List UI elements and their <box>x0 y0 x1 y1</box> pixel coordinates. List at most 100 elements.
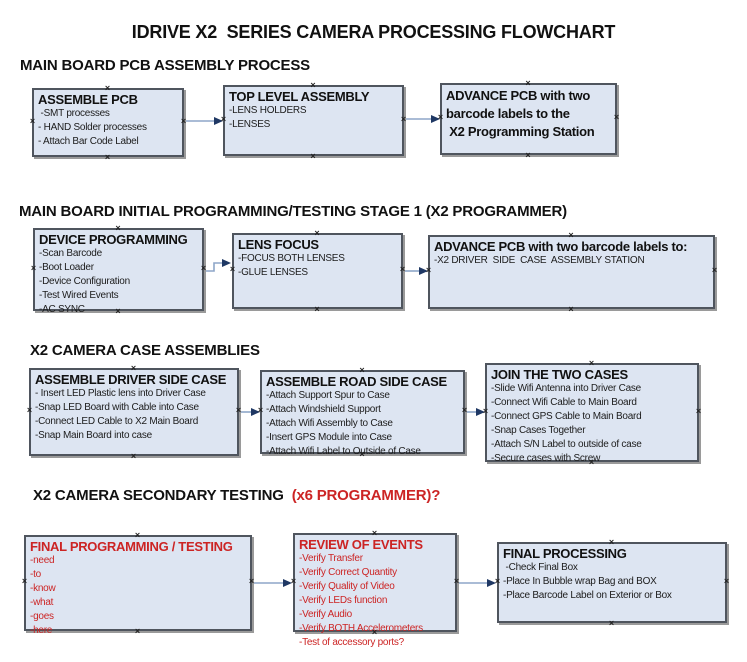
box-item: -Snap Main Board into case <box>35 430 152 441</box>
connection-point-icon <box>588 359 595 368</box>
connection-point-icon <box>130 452 137 461</box>
connection-point-icon <box>525 79 532 88</box>
connection-point-icon <box>461 406 468 415</box>
flow-arrow-elbow <box>206 259 231 272</box>
box-item: -SMT processes <box>38 108 110 119</box>
box-header: FINAL PROGRAMMING / TESTING <box>30 539 233 554</box>
box-item: - HAND Solder processes <box>38 122 147 133</box>
section-heading-case-assemblies: X2 CAMERA CASE ASSEMBLIES <box>30 342 260 359</box>
box-item: -here <box>30 625 53 636</box>
box-header: DEVICE PROGRAMMING <box>39 232 188 247</box>
flow-arrow <box>186 117 223 125</box>
flow-box-final-processing[interactable]: FINAL PROCESSING -Check Final Box -Place… <box>497 542 727 623</box>
connection-point-icon <box>180 117 187 126</box>
flow-box-assemble-pcb[interactable]: ASSEMBLE PCB -SMT processes - HAND Solde… <box>32 88 184 157</box>
connection-point-icon <box>588 458 595 467</box>
box-item-overflowing: -Test of accessory ports? <box>299 637 404 648</box>
connection-point-icon <box>229 265 236 274</box>
box-item: -Attach Windshield Support <box>266 404 381 415</box>
box-item: -Slide Wifi Antenna into Driver Case <box>491 383 641 394</box>
connection-point-icon <box>134 627 141 636</box>
box-header: FINAL PROCESSING <box>503 546 627 561</box>
section-heading-pcb-assembly: MAIN BOARD PCB ASSEMBLY PROCESS <box>20 57 310 74</box>
connection-point-icon <box>310 152 317 161</box>
box-header-line: X2 Programming Station <box>446 124 595 139</box>
box-item: -Verify Audio <box>299 609 352 620</box>
box-item: -Test Wired Events <box>39 290 119 301</box>
box-item: -Attach S/N Label to outside of case <box>491 439 642 450</box>
box-item: -Verify Transfer <box>299 553 363 564</box>
box-item: -Snap LED Board with Cable into Case <box>35 402 199 413</box>
connection-point-icon <box>115 307 122 316</box>
box-item: -Attach Wifi Label to Outside of Case <box>266 446 421 457</box>
connection-point-icon <box>220 115 227 124</box>
connection-point-icon <box>359 366 366 375</box>
box-item: -AC SYNC <box>39 304 85 315</box>
flow-box-join-the-two-cases[interactable]: JOIN THE TWO CASES -Slide Wifi Antenna i… <box>482 363 702 464</box>
connection-point-icon <box>453 577 460 586</box>
connection-point-icon <box>723 577 730 586</box>
connection-point-icon <box>608 538 615 547</box>
box-item: -what <box>30 597 54 608</box>
box-item: -GLUE LENSES <box>238 267 308 278</box>
box-item: -Attach Support Spur to Case <box>266 390 390 401</box>
flow-arrow <box>254 579 292 587</box>
section-heading-secondary-testing: X2 CAMERA SECONDARY TESTING (x6 PROGRAMM… <box>33 487 440 504</box>
box-item: -Verify LEDs function <box>299 595 388 606</box>
box-item: -know <box>30 583 56 594</box>
box-item: -Snap Cases Together <box>491 425 586 436</box>
flow-box-assemble-road-side-case[interactable]: ASSEMBLE ROAD SIDE CASE -Attach Support … <box>257 370 468 457</box>
connection-point-icon <box>104 153 111 162</box>
box-item: -LENSES <box>229 119 271 130</box>
connection-point-icon <box>104 84 111 93</box>
connection-point-icon <box>257 406 264 415</box>
box-item: -Scan Barcode <box>39 248 102 259</box>
box-header: ASSEMBLE DRIVER SIDE CASE <box>35 372 227 387</box>
connection-point-icon <box>235 406 242 415</box>
connection-point-icon <box>482 407 489 416</box>
flow-box-review-of-events[interactable]: REVIEW OF EVENTS -Verify Transfer -Verif… <box>290 533 460 648</box>
flow-arrow <box>406 115 440 123</box>
flow-box-lens-focus[interactable]: LENS FOCUS -FOCUS BOTH LENSES -GLUE LENS… <box>232 233 403 309</box>
connection-point-icon <box>310 81 317 90</box>
connection-point-icon <box>695 407 702 416</box>
flow-box-advance-to-programming-station[interactable]: ADVANCE PCB with two barcode labels to t… <box>440 83 617 155</box>
box-header: TOP LEVEL ASSEMBLY <box>229 89 370 104</box>
connection-point-icon <box>425 266 432 275</box>
connection-point-icon <box>200 264 207 273</box>
flow-box-top-level-assembly[interactable]: TOP LEVEL ASSEMBLY -LENS HOLDERS -LENSES <box>223 85 404 156</box>
connection-point-icon <box>248 577 255 586</box>
section-heading-black-part: X2 CAMERA SECONDARY TESTING <box>33 487 292 504</box>
connection-point-icon <box>290 577 297 586</box>
box-item: -Insert GPS Module into Case <box>266 432 392 443</box>
box-item: -Connect Wifi Cable to Main Board <box>491 397 637 408</box>
box-item: -Secure cases with Screw <box>491 453 601 464</box>
box-header: ASSEMBLE PCB <box>38 92 138 107</box>
box-item: -need <box>30 555 55 566</box>
connection-point-icon <box>134 531 141 540</box>
flow-box-device-programming[interactable]: DEVICE PROGRAMMING -Scan Barcode -Boot L… <box>33 228 207 315</box>
flow-box-assemble-driver-side-case[interactable]: ASSEMBLE DRIVER SIDE CASE - Insert LED P… <box>29 368 239 456</box>
box-item: -Place Barcode Label on Exterior or Box <box>503 590 672 601</box>
box-header-line: ADVANCE PCB with two <box>446 88 590 103</box>
box-header-line: barcode labels to the <box>446 106 570 121</box>
flow-box-final-programming-testing[interactable]: FINAL PROGRAMMING / TESTING -need -to -k… <box>21 535 255 636</box>
connection-point-icon <box>115 224 122 233</box>
connection-point-icon <box>613 113 620 122</box>
box-header: LENS FOCUS <box>238 237 319 252</box>
section-heading-red-part: (x6 PROGRAMMER)? <box>291 487 441 504</box>
section-heading-initial-programming: MAIN BOARD INITIAL PROGRAMMING/TESTING S… <box>19 203 567 220</box>
connection-point-icon <box>29 117 36 126</box>
box-item: -FOCUS BOTH LENSES <box>238 253 345 264</box>
connection-point-icon <box>21 577 28 586</box>
page-title: IDRIVE X2 SERIES CAMERA PROCESSING FLOWC… <box>131 22 616 42</box>
box-item: -to <box>30 569 41 580</box>
box-item: -X2 DRIVER SIDE CASE ASSEMBLY STATION <box>434 255 645 266</box>
box-header: ASSEMBLE ROAD SIDE CASE <box>266 374 447 389</box>
flow-box-advance-to-driver-side-station[interactable]: ADVANCE PCB with two barcode labels to: … <box>428 235 715 309</box>
connection-point-icon <box>437 113 444 122</box>
box-header: JOIN THE TWO CASES <box>491 367 628 382</box>
connection-point-icon <box>359 450 366 459</box>
flow-arrow <box>459 579 496 587</box>
box-item: -Attach Wifi Assembly to Case <box>266 418 393 429</box>
